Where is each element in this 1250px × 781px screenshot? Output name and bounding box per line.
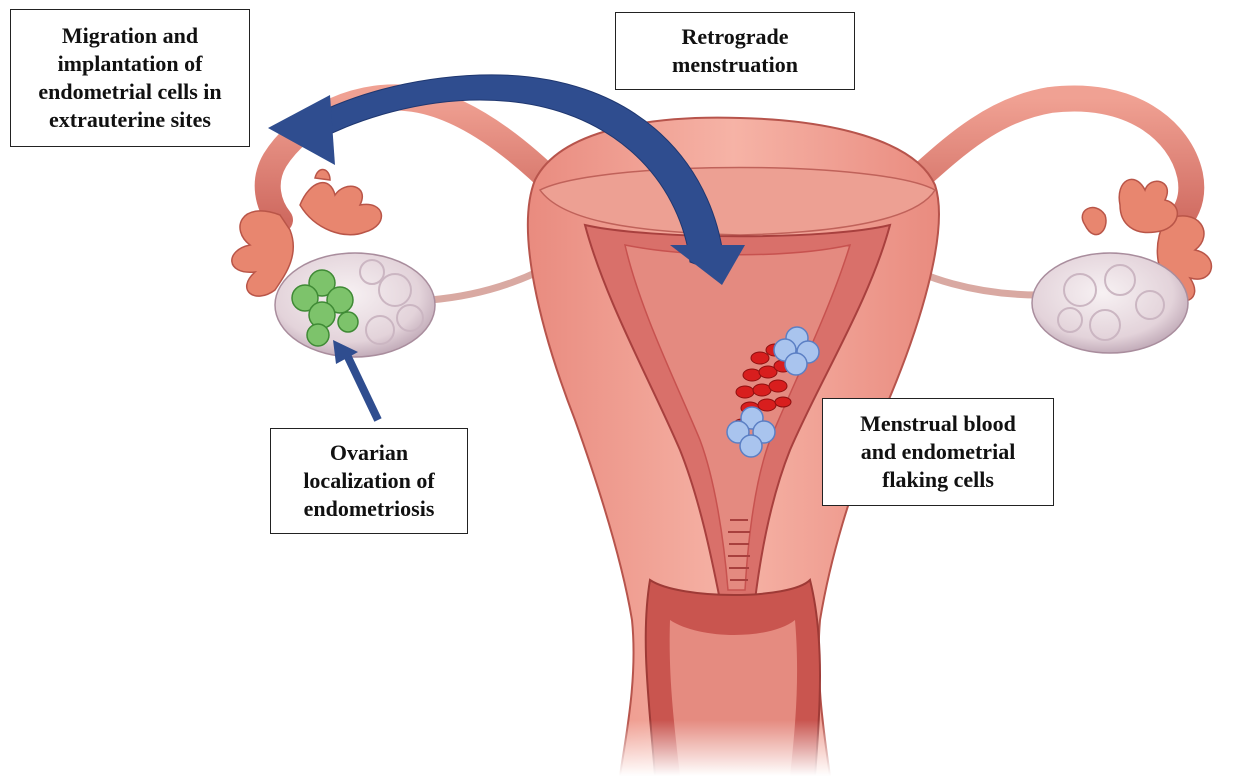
retrograde-label-box: Retrograde menstruation [615,12,855,90]
retrograde-label-line-1: Retrograde [681,23,788,51]
migration-label-line-1: Migration and [62,22,198,50]
ovarian-arrow [347,355,378,420]
migration-label-line-3: endometrial cells in [38,78,221,106]
menstrual-label-line-3: flaking cells [882,466,994,494]
menstrual-label-line-2: and endometrial [861,438,1016,466]
menstrual-label-box: Menstrual blood and endometrial flaking … [822,398,1054,506]
migration-label-box: Migration and implantation of endometria… [10,9,250,147]
fade-overlay [600,720,860,776]
menstrual-label-line-1: Menstrual blood [860,410,1016,438]
ovarian-label-box: Ovarian localization of endometriosis [270,428,468,534]
ovarian-label-line-1: Ovarian [330,439,408,467]
ovarian-label-line-3: endometriosis [304,495,435,523]
right-ovary [1032,253,1188,353]
migration-label-line-4: extrauterine sites [49,106,211,134]
migration-label-line-2: implantation of [58,50,203,78]
retrograde-label-line-2: menstruation [672,51,798,79]
ovarian-label-line-2: localization of [303,467,434,495]
